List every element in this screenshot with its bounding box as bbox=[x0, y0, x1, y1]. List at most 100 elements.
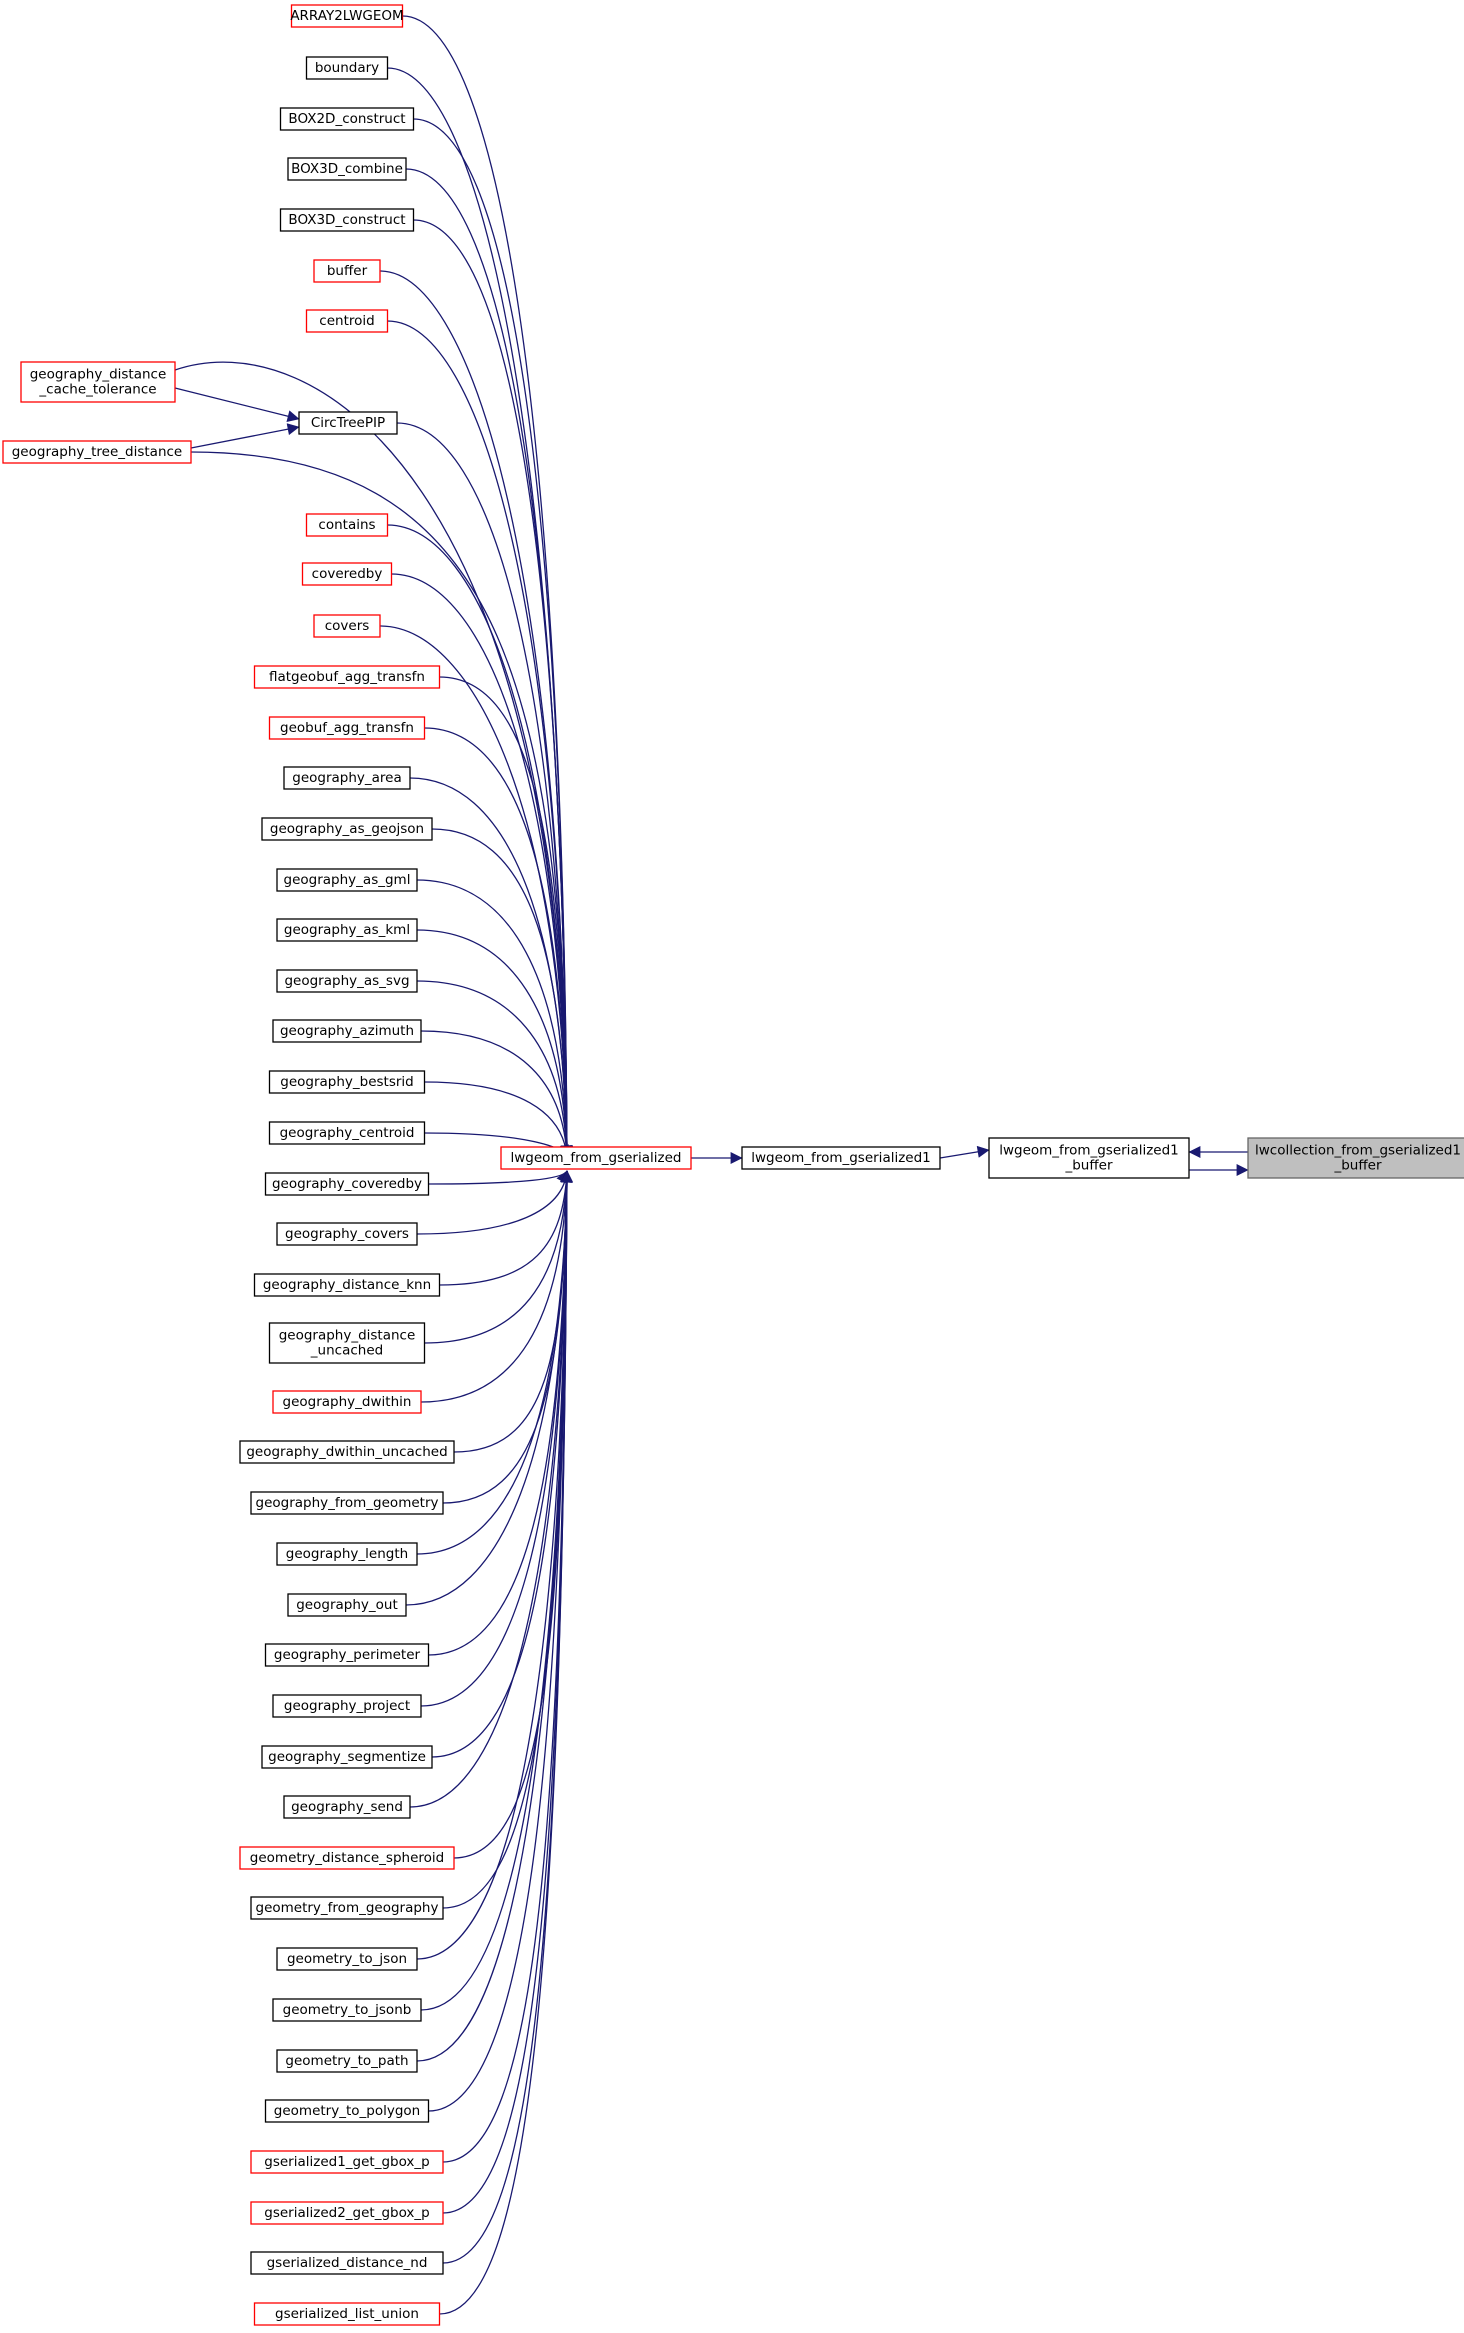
node-geography-as-svg[interactable]: geography_as_svg bbox=[276, 969, 418, 993]
node-lwgeom-from-gserialized[interactable]: lwgeom_from_gserialized bbox=[500, 1146, 692, 1170]
node-geography-bestsrid[interactable]: geography_bestsrid bbox=[268, 1070, 426, 1094]
node-geography-project[interactable]: geography_project bbox=[272, 1694, 422, 1718]
node-geometry-distance-spheroid[interactable]: geometry_distance_spheroid bbox=[239, 1846, 455, 1870]
edge-caller-16 bbox=[416, 980, 573, 1158]
node-geometry-to-jsonb[interactable]: geometry_to_jsonb bbox=[272, 1998, 422, 2022]
node-geometry-from-geography[interactable]: geometry_from_geography bbox=[250, 1896, 444, 1920]
node-geography-centroid[interactable]: geography_centroid bbox=[268, 1121, 426, 1145]
node-geography-send[interactable]: geography_send bbox=[283, 1795, 411, 1819]
node-label: geography_covers bbox=[285, 1226, 409, 1242]
node-box bbox=[261, 1745, 433, 1769]
node-boundary[interactable]: boundary bbox=[305, 56, 389, 80]
node-geography-azimuth[interactable]: geography_azimuth bbox=[272, 1019, 422, 1043]
node-label: geography_dwithin bbox=[283, 1394, 412, 1410]
node-box bbox=[283, 1795, 411, 1819]
node-geometry-to-path[interactable]: geometry_to_path bbox=[276, 2049, 418, 2073]
node-box bbox=[253, 665, 441, 689]
node-box3d-construct[interactable]: BOX3D_construct bbox=[279, 208, 415, 232]
node-label: lwgeom_from_gserialized1 bbox=[751, 1150, 931, 1166]
node-array2lwgeom[interactable]: ARRAY2LWGEOM bbox=[290, 4, 404, 28]
node-box bbox=[500, 1146, 692, 1170]
node-label: ARRAY2LWGEOM bbox=[290, 8, 403, 24]
node-geography-segmentize[interactable]: geography_segmentize bbox=[261, 1745, 433, 1769]
node-lwgeom-from-gserialized1[interactable]: lwgeom_from_gserialized1 bbox=[741, 1146, 941, 1170]
node-geography-distance-cache-tolerance[interactable]: geography_distance_cache_tolerance bbox=[20, 361, 176, 403]
node-lwgeom-from-gserialized1-buffer[interactable]: lwgeom_from_gserialized1_buffer bbox=[988, 1137, 1190, 1179]
node-gserialized-distance-nd[interactable]: gserialized_distance_nd bbox=[250, 2251, 444, 2275]
node-label: geometry_to_path bbox=[285, 2053, 408, 2069]
node-geography-distance-uncached[interactable]: geography_distance_uncached bbox=[268, 1322, 426, 1364]
node-geography-perimeter[interactable]: geography_perimeter bbox=[264, 1643, 430, 1667]
node-buffer[interactable]: buffer bbox=[313, 259, 381, 283]
node-box bbox=[272, 1694, 422, 1718]
edge-caller-24 bbox=[420, 1170, 573, 1403]
node-contains[interactable]: contains bbox=[305, 513, 389, 537]
edge-caller-14 bbox=[416, 879, 573, 1158]
edge-caller-6 bbox=[387, 320, 573, 1158]
node-gserialized-list-union[interactable]: gserialized_list_union bbox=[253, 2302, 441, 2326]
node-geography-as-kml[interactable]: geography_as_kml bbox=[276, 918, 418, 942]
node-box bbox=[276, 868, 418, 892]
node-label: geography_send bbox=[291, 1799, 403, 1815]
node-label: _buffer bbox=[1333, 1158, 1381, 1174]
node-geography-coveredby[interactable]: geography_coveredby bbox=[264, 1172, 430, 1196]
node-geography-from-geometry[interactable]: geography_from_geometry bbox=[250, 1491, 444, 1515]
node-covers[interactable]: covers bbox=[313, 614, 381, 638]
edge-lfg1-buffer bbox=[939, 1145, 990, 1159]
node-geography-out[interactable]: geography_out bbox=[287, 1593, 407, 1617]
node-label: lwgeom_from_gserialized bbox=[511, 1150, 682, 1166]
node-coveredby[interactable]: coveredby bbox=[301, 562, 393, 586]
node-label: geography_perimeter bbox=[274, 1647, 421, 1663]
node-geography-distance-knn[interactable]: geography_distance_knn bbox=[253, 1273, 441, 1297]
node-box bbox=[268, 1070, 426, 1094]
node-geography-covers[interactable]: geography_covers bbox=[276, 1222, 418, 1246]
node-label: geometry_distance_spheroid bbox=[250, 1850, 444, 1866]
node-label: geography_centroid bbox=[280, 1125, 415, 1141]
node-box bbox=[261, 817, 433, 841]
node-label: geography_as_geojson bbox=[270, 821, 424, 837]
node-flatgeobuf-agg-transfn[interactable]: flatgeobuf_agg_transfn bbox=[253, 665, 441, 689]
node-label: boundary bbox=[315, 60, 379, 76]
node-geography-as-gml[interactable]: geography_as_gml bbox=[276, 868, 418, 892]
node-box bbox=[268, 716, 426, 740]
edge-caller-25 bbox=[453, 1170, 573, 1453]
node-box bbox=[250, 1896, 444, 1920]
node-label: geography_segmentize bbox=[268, 1749, 426, 1765]
node-label: geography_dwithin_uncached bbox=[246, 1444, 447, 1460]
node-geometry-to-polygon[interactable]: geometry_to_polygon bbox=[264, 2099, 430, 2123]
node-label: centroid bbox=[319, 313, 374, 329]
node-label: geography_area bbox=[292, 770, 402, 786]
node-geobuf-agg-transfn[interactable]: geobuf_agg_transfn bbox=[268, 716, 426, 740]
edge-caller-8 bbox=[391, 573, 573, 1158]
node-label: geometry_from_geography bbox=[256, 1900, 439, 1916]
node-label: BOX3D_combine bbox=[291, 161, 403, 177]
node-box3d-combine[interactable]: BOX3D_combine bbox=[287, 157, 407, 181]
node-box2d-construct[interactable]: BOX2D_construct bbox=[279, 107, 415, 131]
node-lwcollection-from-gserialized1-buffer[interactable]: lwcollection_from_gserialized1_buffer bbox=[1247, 1137, 1464, 1179]
edge-caller-15 bbox=[416, 929, 573, 1158]
node-geography-dwithin[interactable]: geography_dwithin bbox=[272, 1390, 422, 1414]
node-box bbox=[287, 1593, 407, 1617]
node-centroid[interactable]: centroid bbox=[305, 309, 389, 333]
node-gserialized1-get-gbox-p[interactable]: gserialized1_get_gbox_p bbox=[250, 2150, 444, 2174]
node-geometry-to-json[interactable]: geometry_to_json bbox=[276, 1947, 418, 1971]
node-geography-area[interactable]: geography_area bbox=[283, 766, 411, 790]
node-box bbox=[250, 2201, 444, 2225]
edge-caller-21 bbox=[416, 1170, 572, 1235]
edge-caller-33 bbox=[453, 1170, 573, 1859]
node-label: _buffer bbox=[1064, 1158, 1112, 1174]
node-geography-length[interactable]: geography_length bbox=[276, 1542, 418, 1566]
node-label: coveredby bbox=[312, 566, 383, 582]
node-geography-as-geojson[interactable]: geography_as_geojson bbox=[261, 817, 433, 841]
node-label: gserialized2_get_gbox_p bbox=[264, 2205, 430, 2221]
node-circtreepip[interactable]: CircTreePIP bbox=[298, 411, 398, 435]
node-box bbox=[272, 1019, 422, 1043]
node-box bbox=[264, 1172, 430, 1196]
node-box bbox=[250, 1491, 444, 1515]
node-geography-dwithin-uncached[interactable]: geography_dwithin_uncached bbox=[239, 1440, 455, 1464]
node-box bbox=[20, 361, 176, 403]
node-geography-tree-distance[interactable]: geography_tree_distance bbox=[2, 440, 192, 464]
node-label: geography_from_geometry bbox=[256, 1495, 439, 1511]
node-gserialized2-get-gbox-p[interactable]: gserialized2_get_gbox_p bbox=[250, 2201, 444, 2225]
